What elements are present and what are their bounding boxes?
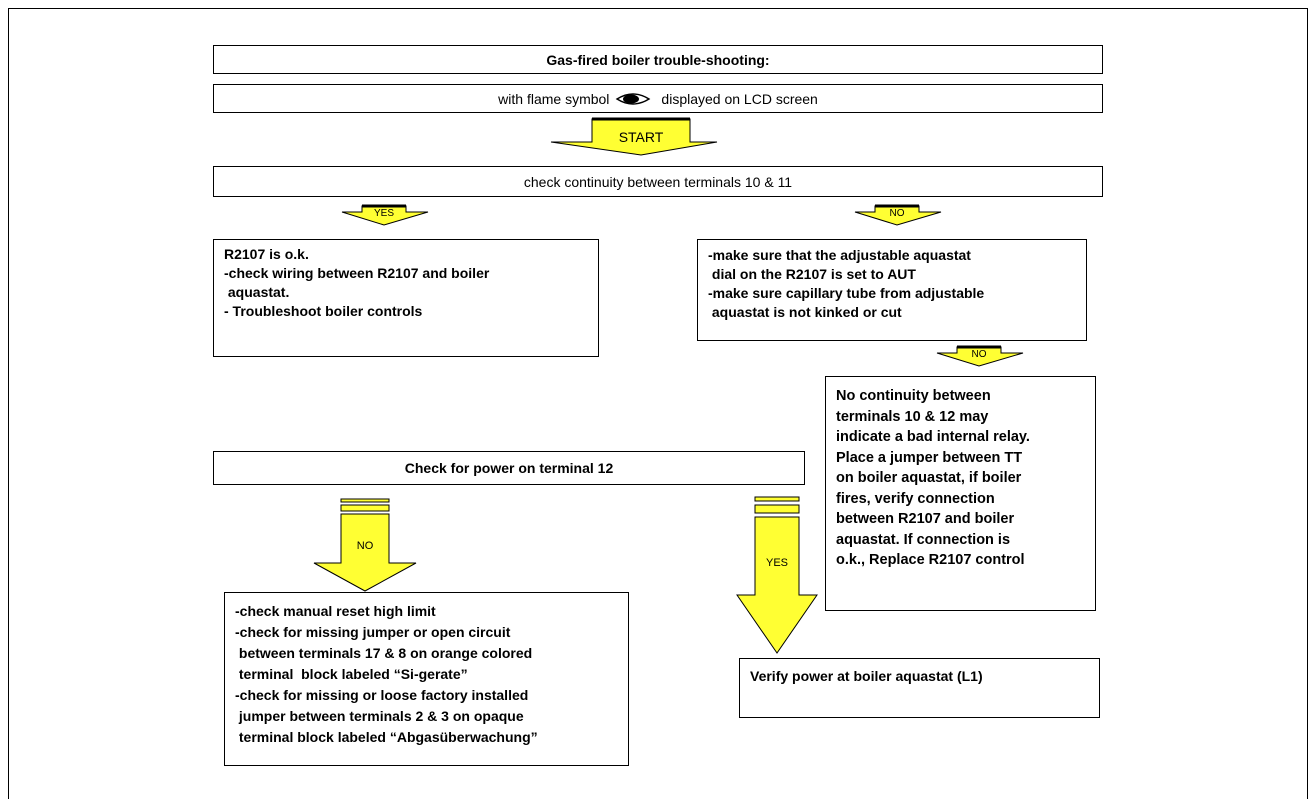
text-line: fires, verify connection xyxy=(836,490,995,507)
text-line: Place a jumper between TT xyxy=(836,449,1023,466)
yes-label-top: YES xyxy=(373,208,394,219)
text-line: aquastat. xyxy=(224,284,290,300)
text-line: -check for missing jumper or open circui… xyxy=(235,624,511,640)
text-line: between R2107 and boiler xyxy=(836,511,1015,527)
yes-result-box: R2107 is o.k. -check wiring between R210… xyxy=(213,239,599,357)
text-line: Verify power at boiler aquastat (L1) xyxy=(750,668,983,684)
continuity-check-step: check continuity between terminals 10 & … xyxy=(213,166,1103,197)
no-arrow xyxy=(854,204,942,226)
bad-relay-box: No continuity between terminals 10 & 12 … xyxy=(825,376,1096,611)
text-line: R2107 is o.k. xyxy=(224,246,309,262)
page-frame xyxy=(8,8,1308,799)
text-line: -check manual reset high limit xyxy=(235,603,436,619)
start-label: START xyxy=(618,129,664,145)
yes-arrow xyxy=(341,204,429,226)
no-label-big: NO xyxy=(356,540,374,552)
no-result-box: -make sure that the adjustable aquastat … xyxy=(697,239,1087,341)
text-line: - Troubleshoot boiler controls xyxy=(224,303,423,319)
text-line: terminal block labeled “Abgasüberwachung… xyxy=(235,729,538,745)
text-line: dial on the R2107 is set to AUT xyxy=(708,266,916,282)
text-line: terminal block labeled “Si-gerate” xyxy=(235,666,468,682)
text-line: aquastat is not kinked or cut xyxy=(708,304,902,320)
text-line: -check for missing or loose factory inst… xyxy=(235,687,529,703)
text-line: aquastat. If connection is xyxy=(836,531,1011,548)
power-check-step: Check for power on terminal 12 xyxy=(213,451,805,485)
big-yes-arrow xyxy=(736,496,818,654)
text-line: on boiler aquastat, if boiler xyxy=(836,470,1022,486)
no-label-2: NO xyxy=(971,349,987,360)
text-line: jumper between terminals 2 & 3 on opaque xyxy=(235,708,524,724)
text-line: -check wiring between R2107 and boiler xyxy=(224,265,490,281)
diagram-title: Gas-fired boiler trouble-shooting: xyxy=(213,45,1103,74)
start-arrow xyxy=(550,117,718,156)
big-no-arrow xyxy=(313,498,417,592)
verify-power-box: Verify power at boiler aquastat (L1) xyxy=(739,658,1100,718)
text-line: -make sure capillary tube from adjustabl… xyxy=(708,285,985,301)
text-line: No continuity between xyxy=(836,388,991,404)
yes-label-big: YES xyxy=(765,557,788,569)
bottom-checks-box: -check manual reset high limit -check fo… xyxy=(224,592,629,766)
text-line: between terminals 17 & 8 on orange color… xyxy=(235,645,533,661)
text-line: indicate a bad internal relay. xyxy=(836,429,1030,445)
no-label-top: NO xyxy=(889,208,905,219)
flame-eye-icon xyxy=(616,92,651,105)
text-line: terminals 10 & 12 may xyxy=(836,408,989,425)
flame-symbol-condition: with flame symbol displayed on LCD scree… xyxy=(213,84,1103,113)
no-arrow-2 xyxy=(936,345,1024,367)
text-line: o.k., Replace R2107 control xyxy=(836,552,1025,568)
text-line: -make sure that the adjustable aquastat xyxy=(708,247,971,263)
